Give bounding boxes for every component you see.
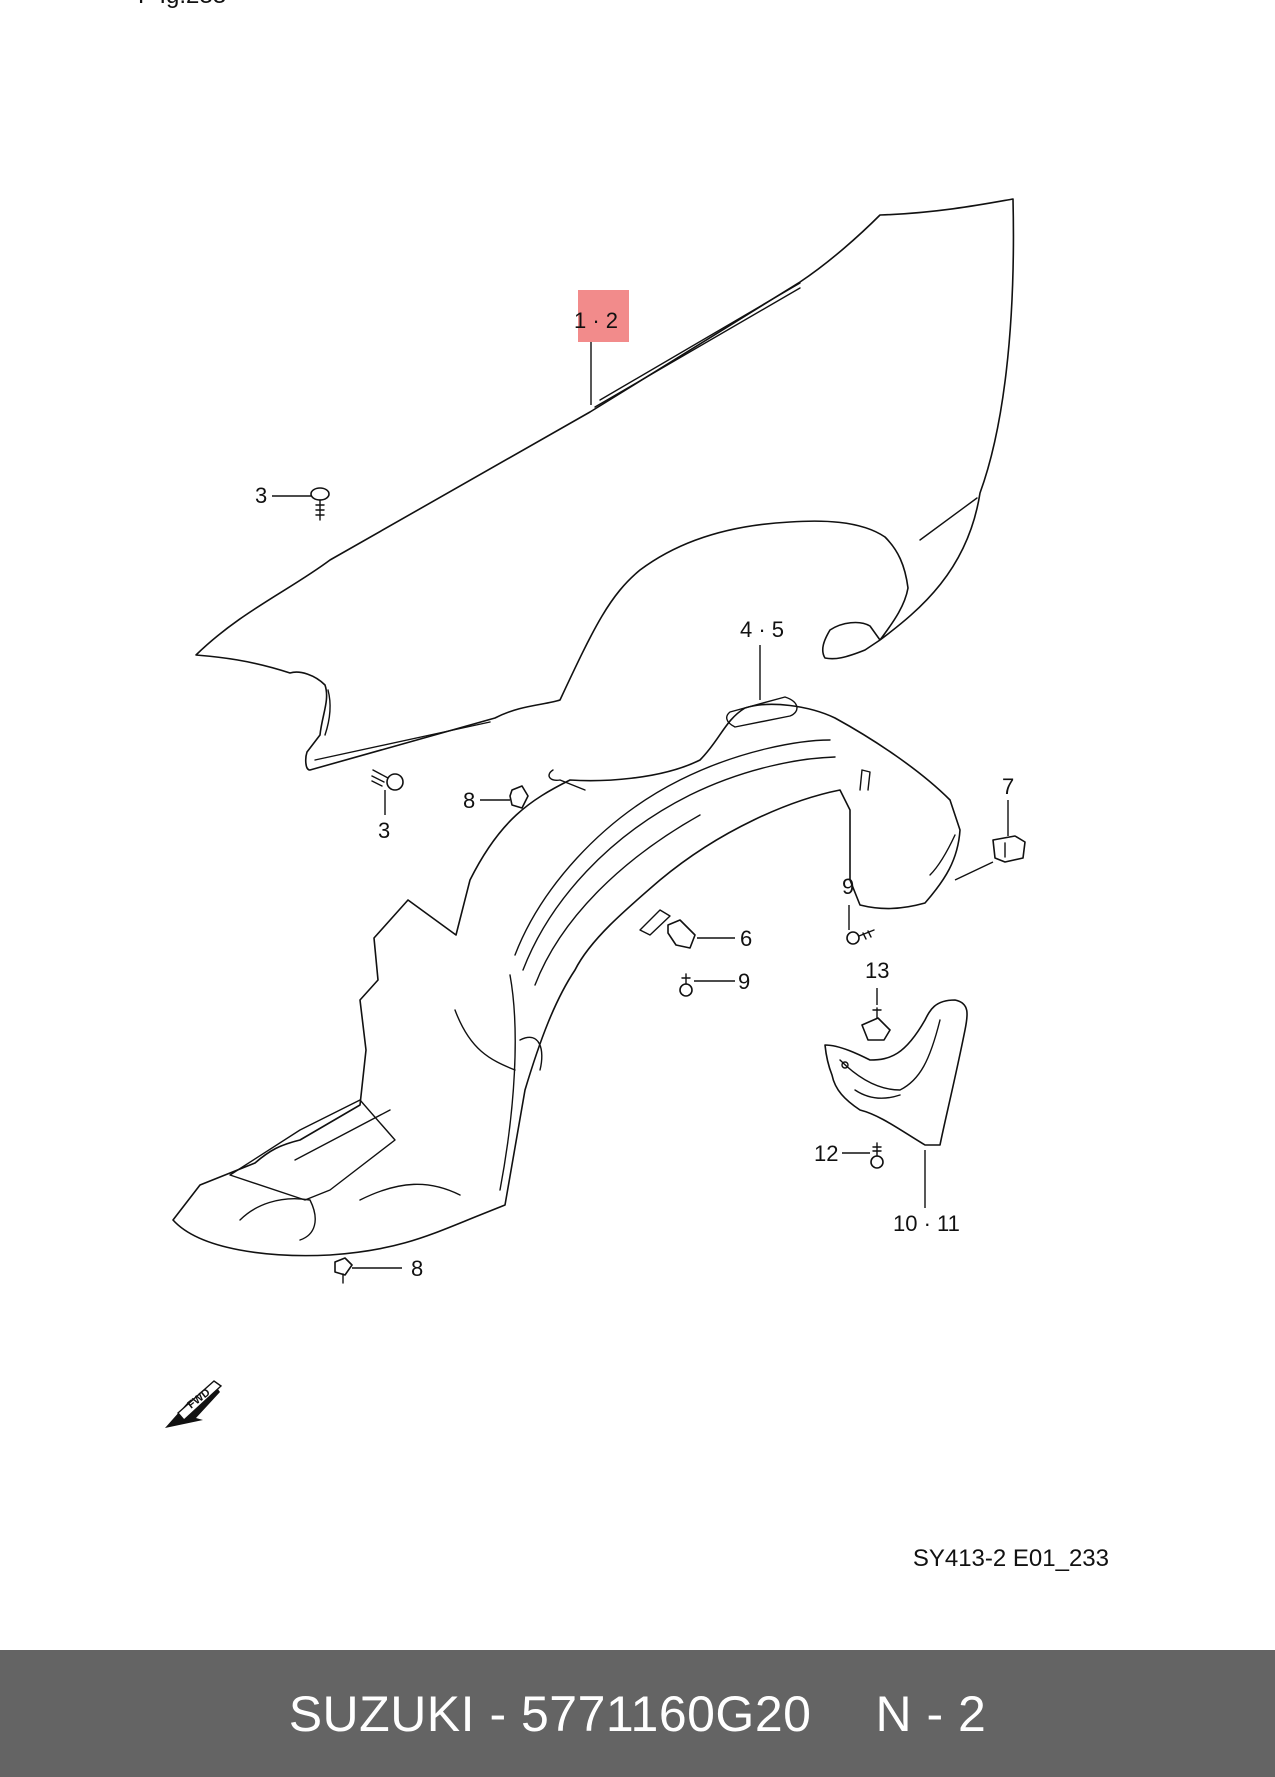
bolt-icon — [371, 769, 404, 791]
clip-icon — [509, 785, 529, 809]
callout-bolt-upper: 3 — [255, 483, 267, 508]
clip-icon — [861, 1007, 891, 1041]
mudflap — [824, 999, 968, 1146]
callout-highlight — [578, 290, 629, 342]
callout-bolt-lower: 3 — [378, 818, 390, 843]
fwd-arrow-icon: FWD — [165, 1380, 223, 1428]
fender-panel — [195, 198, 1015, 771]
header-fragment: F Ig.233 — [138, 0, 226, 10]
callout-liner: 4 · 5 — [740, 617, 784, 642]
callout-clip-lower: 8 — [411, 1256, 423, 1281]
callout-mudflap-screw: 12 — [814, 1141, 838, 1166]
callout-fender: 1 · 2 — [574, 308, 618, 333]
parts-diagram: 1 · 2 3 3 4 · 5 8 8 6 9 9 7 13 12 10 · 1… — [165, 198, 1026, 1428]
diagram-reference-code: SY413-2 E01_233 — [912, 1545, 1109, 1572]
callout-screw-right: 9 — [842, 874, 854, 899]
nut-clip-icon — [667, 919, 696, 949]
callout-nut-clip: 6 — [740, 926, 752, 951]
page-label: N - 2 — [875, 1685, 987, 1742]
screw-icon — [679, 973, 693, 997]
callout-clip-upper: 8 — [463, 788, 475, 813]
callout-retainer: 7 — [1002, 774, 1014, 799]
leader-line — [954, 800, 1009, 881]
callout-mudflap: 10 · 11 — [893, 1211, 960, 1236]
callout-mudflap-clip: 13 — [865, 958, 889, 983]
clip-icon — [334, 1257, 353, 1284]
fender-liner — [172, 696, 961, 1257]
callout-screw-mid: 9 — [738, 969, 750, 994]
bolt-icon — [310, 487, 330, 521]
screw-icon — [870, 1142, 884, 1169]
footer-bar: SUZUKI - 5771160G20 N - 2 — [0, 1650, 1275, 1777]
part-number-label: SUZUKI - 5771160G20 — [288, 1685, 812, 1742]
screw-icon — [846, 929, 875, 945]
retainer-icon — [992, 835, 1026, 863]
